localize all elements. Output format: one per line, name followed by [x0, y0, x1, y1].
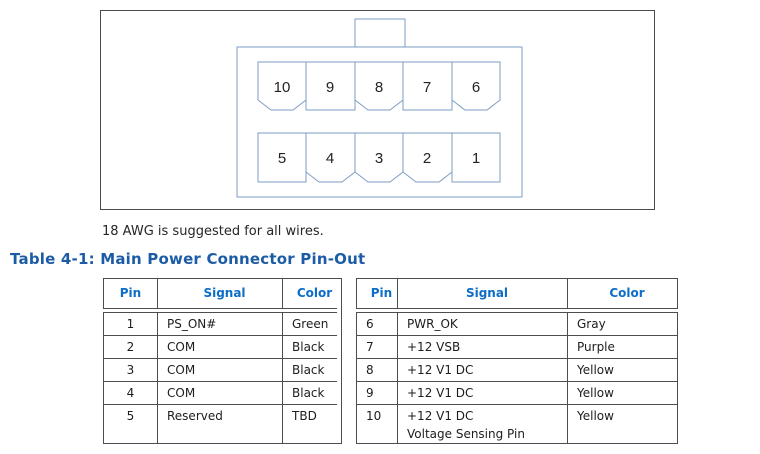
- column-header-color: Color: [283, 279, 338, 309]
- color-cell: Purple: [568, 336, 678, 359]
- pin-2: 2: [402, 132, 453, 183]
- signal-cell: +12 VSB: [398, 336, 568, 359]
- column-header-pin: Pin: [104, 279, 158, 309]
- table-row: 6 PWR_OK Gray: [357, 313, 678, 336]
- signal-cell: +12 V1 DC: [398, 382, 568, 405]
- table-row: 5 Reserved TBD: [104, 405, 338, 444]
- signal-cell: COM: [158, 382, 283, 405]
- pinout-table-left: Pin Signal Color 1 PS_ON# Green 2 COM Bl…: [103, 278, 338, 444]
- pin-6-shape: [451, 61, 501, 111]
- table-row: 9 +12 V1 DC Yellow: [357, 382, 678, 405]
- pin-8: 8: [354, 61, 404, 111]
- pin-cell: 4: [104, 382, 158, 405]
- color-cell: Black: [283, 336, 338, 359]
- column-header-color: Color: [568, 279, 678, 309]
- table-body: 6 PWR_OK Gray 7 +12 VSB Purple 8 +12 V1 …: [356, 312, 678, 444]
- table-row: 7 +12 VSB Purple: [357, 336, 678, 359]
- pin-10: 10: [257, 61, 307, 111]
- signal-cell: +12 V1 DC: [398, 359, 568, 382]
- pin-7-label: 7: [423, 79, 431, 96]
- column-header-signal: Signal: [158, 279, 283, 309]
- pin-cell: 5: [104, 405, 158, 444]
- pin-5-label: 5: [278, 150, 286, 167]
- pin-3-label: 3: [375, 150, 383, 167]
- table-row: 1 PS_ON# Green: [104, 313, 338, 336]
- connector-figure-frame: 10 9 8 7 6 5: [100, 10, 655, 210]
- pin-cell: 3: [104, 359, 158, 382]
- pin-6-label: 6: [472, 79, 480, 96]
- pinout-table-right: Pin Signal Color 6 PWR_OK Gray 7 +12 VSB…: [356, 278, 678, 444]
- signal-cell: PS_ON#: [158, 313, 283, 336]
- table-row: 3 COM Black: [104, 359, 338, 382]
- signal-cell: PWR_OK: [398, 313, 568, 336]
- signal-cell: Reserved: [158, 405, 283, 444]
- pin-5: 5: [257, 132, 307, 183]
- pin-7: 7: [402, 61, 453, 111]
- pin-cell: 1: [104, 313, 158, 336]
- signal-line-1: +12 V1 DC: [407, 409, 474, 423]
- color-cell: Black: [283, 359, 338, 382]
- pin-10-label: 10: [274, 79, 291, 96]
- table-header-row: Pin Signal Color: [356, 278, 678, 309]
- color-cell: Black: [283, 382, 338, 405]
- pin-2-label: 2: [423, 150, 431, 167]
- pin-cell: 6: [357, 313, 398, 336]
- table-row: 10 +12 V1 DC Voltage Sensing Pin Yellow: [357, 405, 678, 444]
- pin-4: 4: [305, 132, 356, 183]
- wire-gauge-note: 18 AWG is suggested for all wires.: [102, 224, 324, 239]
- pin-6: 6: [451, 61, 501, 111]
- signal-cell: +12 V1 DC Voltage Sensing Pin: [398, 405, 568, 444]
- color-cell: Green: [283, 313, 338, 336]
- pin-1-label: 1: [472, 150, 480, 167]
- pin-9-label: 9: [326, 79, 334, 96]
- column-header-signal: Signal: [398, 279, 568, 309]
- column-header-pin: Pin: [357, 279, 398, 309]
- pin-8-label: 8: [375, 79, 383, 96]
- pin-3: 3: [354, 132, 404, 183]
- connector-latch-tab: [354, 18, 406, 48]
- signal-line-2: Voltage Sensing Pin: [407, 427, 525, 441]
- pin-cell: 2: [104, 336, 158, 359]
- pin-1: 1: [451, 132, 501, 183]
- color-cell: Yellow: [568, 382, 678, 405]
- color-cell: TBD: [283, 405, 338, 444]
- color-cell: Yellow: [568, 359, 678, 382]
- table-row: 4 COM Black: [104, 382, 338, 405]
- pin-cell: 10: [357, 405, 398, 444]
- color-cell: Gray: [568, 313, 678, 336]
- pin-4-label: 4: [326, 150, 334, 167]
- table-row: 8 +12 V1 DC Yellow: [357, 359, 678, 382]
- signal-cell: COM: [158, 359, 283, 382]
- pin-cell: 7: [357, 336, 398, 359]
- table-body: 1 PS_ON# Green 2 COM Black 3 COM Black 4…: [103, 312, 338, 444]
- table-row: 2 COM Black: [104, 336, 338, 359]
- table-spacer-column: [337, 278, 342, 444]
- table-title: Table 4-1: Main Power Connector Pin-Out: [10, 250, 366, 268]
- pin-cell: 9: [357, 382, 398, 405]
- color-cell: Yellow: [568, 405, 678, 444]
- pin-1-shape: [451, 132, 501, 183]
- pin-9: 9: [305, 61, 356, 111]
- pin-cell: 8: [357, 359, 398, 382]
- pin-9-shape: [305, 61, 356, 111]
- signal-cell: COM: [158, 336, 283, 359]
- connector-diagram: 10 9 8 7 6 5: [236, 18, 523, 198]
- table-header-row: Pin Signal Color: [103, 278, 338, 309]
